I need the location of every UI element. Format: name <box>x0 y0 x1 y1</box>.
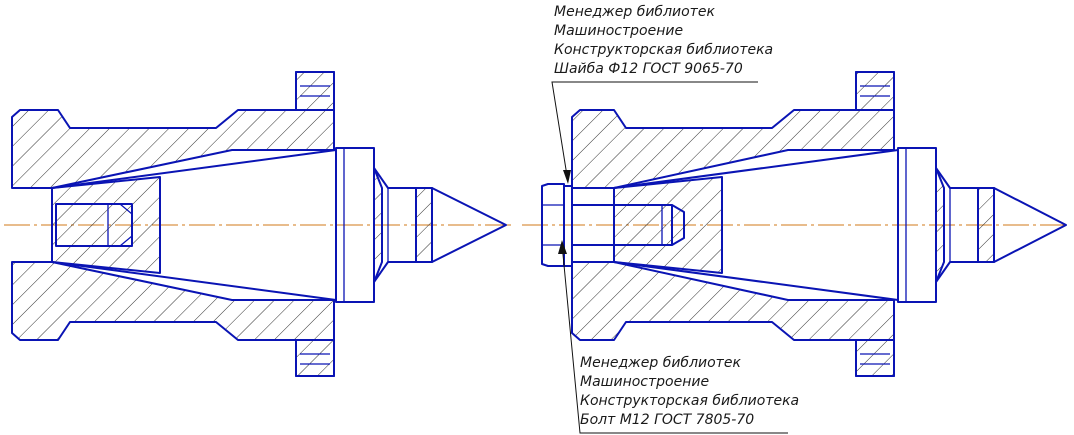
callout-washer-line2: Машиностроение <box>554 23 683 39</box>
left-assembly <box>4 71 512 377</box>
bolt-end <box>671 204 685 246</box>
bolt-shank <box>571 204 673 246</box>
right-assembly <box>522 71 1070 377</box>
right-centre-point <box>977 187 1067 263</box>
left-body-lower-section <box>11 261 335 377</box>
left-centre-point-section <box>415 187 433 263</box>
callout-bolt-arrow <box>558 240 567 254</box>
callout-bolt-line2: Машиностроение <box>580 374 709 390</box>
right-body-lower-section <box>571 261 895 377</box>
left-taper-shank-section <box>51 176 161 274</box>
right-body-upper-section <box>571 71 895 189</box>
right-neck-section <box>935 167 945 283</box>
right-flange-lug-top <box>855 71 895 111</box>
right-taper-outline <box>613 149 899 301</box>
callout-bolt-line4: Болт М12 ГОСТ 7805-70 <box>580 412 754 428</box>
right-taper-shank-section <box>613 176 723 274</box>
right-flange-lug-bottom <box>855 339 895 377</box>
callout-washer-line1: Менеджер библиотек <box>554 4 715 20</box>
callout-washer-leader <box>551 81 758 183</box>
left-centre-point <box>415 187 507 263</box>
left-flange-lug-top <box>295 71 335 111</box>
callout-bolt-line1: Менеджер библиотек <box>580 355 741 371</box>
callout-washer-line4: Шайба Ф12 ГОСТ 9065-70 <box>554 61 743 77</box>
left-flange-lug-bottom <box>295 339 335 377</box>
left-neck-section <box>373 167 383 283</box>
callout-bolt-line3: Конструкторская библиотека <box>580 393 799 409</box>
callout-washer: Менеджер библиотек Машиностроение Констр… <box>551 4 773 184</box>
left-taper-outline <box>51 149 337 301</box>
callout-washer-arrow <box>563 170 571 184</box>
right-centre-point-section <box>977 187 995 263</box>
left-body-upper-section <box>11 71 335 189</box>
callout-washer-line3: Конструкторская библиотека <box>554 42 773 58</box>
callout-bolt: Менеджер библиотек Машиностроение Констр… <box>558 240 799 434</box>
callout-bolt-leader <box>561 243 788 434</box>
